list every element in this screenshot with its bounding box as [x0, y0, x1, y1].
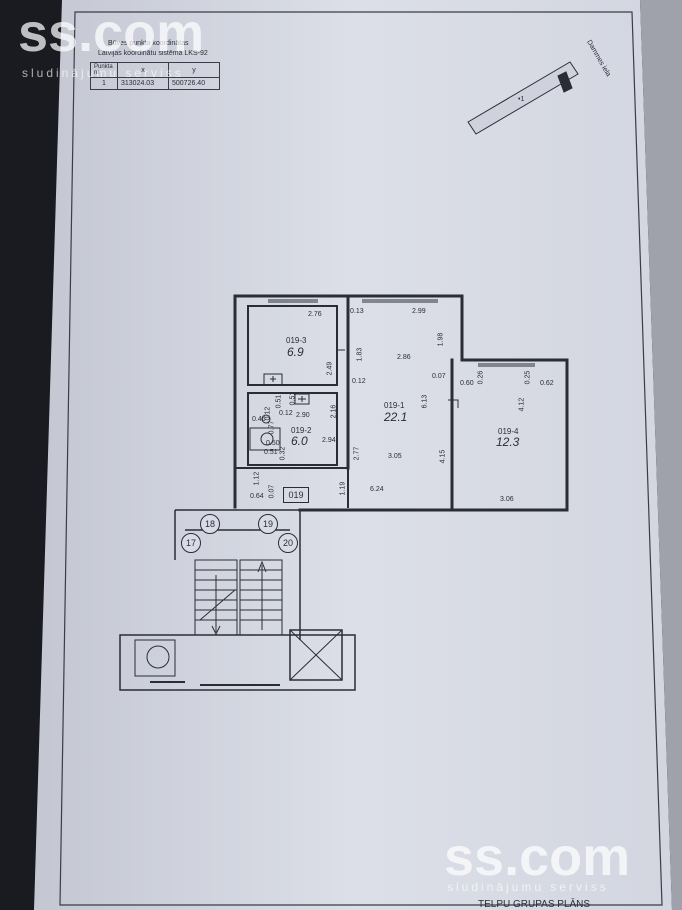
dim: 0.26: [477, 370, 485, 385]
street-point: •1: [518, 96, 525, 103]
dim: 0.12: [264, 406, 272, 421]
stair-number: 18: [200, 514, 220, 534]
dim: 2.94: [322, 437, 336, 444]
dim: 2.76: [308, 311, 322, 318]
dim: 0.77: [268, 420, 276, 435]
room-019-2-area: 6.0: [291, 434, 308, 448]
coords-title-2: Latvijas koordinātu sistēmā LKS-92: [98, 50, 208, 57]
room-019-1-id: 019-1: [384, 401, 405, 410]
dim: 0.13: [350, 308, 364, 315]
room-019-3-area: 6.9: [287, 345, 304, 359]
room-019-2-id: 019-2: [291, 426, 312, 435]
room-019-3-id: 019-3: [286, 336, 307, 345]
watermark-tagline-bottom: sludinājumu serviss: [447, 880, 609, 894]
flat-code-box: 019: [283, 487, 309, 503]
dim: 4.12: [518, 397, 526, 412]
dim: 1.98: [437, 332, 445, 347]
plan-title: TELPU GRUPAS PLĀNS: [478, 899, 591, 910]
dim: 0.51: [264, 449, 278, 456]
dim: 0.07: [268, 484, 276, 499]
stair-number: 20: [278, 533, 298, 553]
coords-title-1: Būves punkta koordinātas: [108, 40, 189, 47]
coords-row-y: 500726.40: [168, 77, 220, 90]
dim: 0.62: [540, 380, 554, 387]
dim: 6.24: [370, 486, 384, 493]
dim: 3.05: [388, 453, 402, 460]
dim: 0.46: [252, 416, 266, 423]
dim: 4.15: [439, 449, 447, 464]
dim: 2.16: [330, 404, 338, 419]
room-019-4-id: 019-4: [498, 427, 519, 436]
dim: 3.06: [500, 496, 514, 503]
dim: 0.50: [266, 440, 280, 447]
dim: 2.90: [296, 412, 310, 419]
dim: 0.25: [524, 370, 532, 385]
dim: 2.99: [412, 308, 426, 315]
watermark-tagline-top: sludinājumu serviss: [22, 66, 184, 80]
dim: 0.60: [460, 380, 474, 387]
dim: 2.49: [326, 361, 334, 376]
dim: 0.51: [275, 394, 283, 409]
stair-number: 17: [181, 533, 201, 553]
dim: 0.64: [250, 493, 264, 500]
dim: 0.07: [432, 373, 446, 380]
room-019-1-area: 22.1: [384, 410, 408, 424]
dim: 1.83: [356, 347, 364, 362]
dim: 6.13: [421, 394, 429, 409]
watermark-brand-bottom: ss.com: [444, 827, 631, 887]
dim: 0.32: [279, 446, 287, 461]
watermark-brand-top: ss.com: [18, 3, 205, 63]
stair-number: 19: [258, 514, 278, 534]
dim: 0.51: [289, 391, 297, 406]
dim: 0.12: [352, 378, 366, 385]
dim: 2.77: [353, 446, 361, 461]
dim: 2.86: [397, 354, 411, 361]
dim: 1.12: [253, 471, 261, 486]
coords-table: Punkta nr x y 1 313024.03 500726.40: [90, 62, 220, 90]
dim: 1.19: [339, 481, 347, 496]
dim: 0.12: [279, 410, 293, 417]
room-019-4-area: 12.3: [496, 435, 520, 449]
